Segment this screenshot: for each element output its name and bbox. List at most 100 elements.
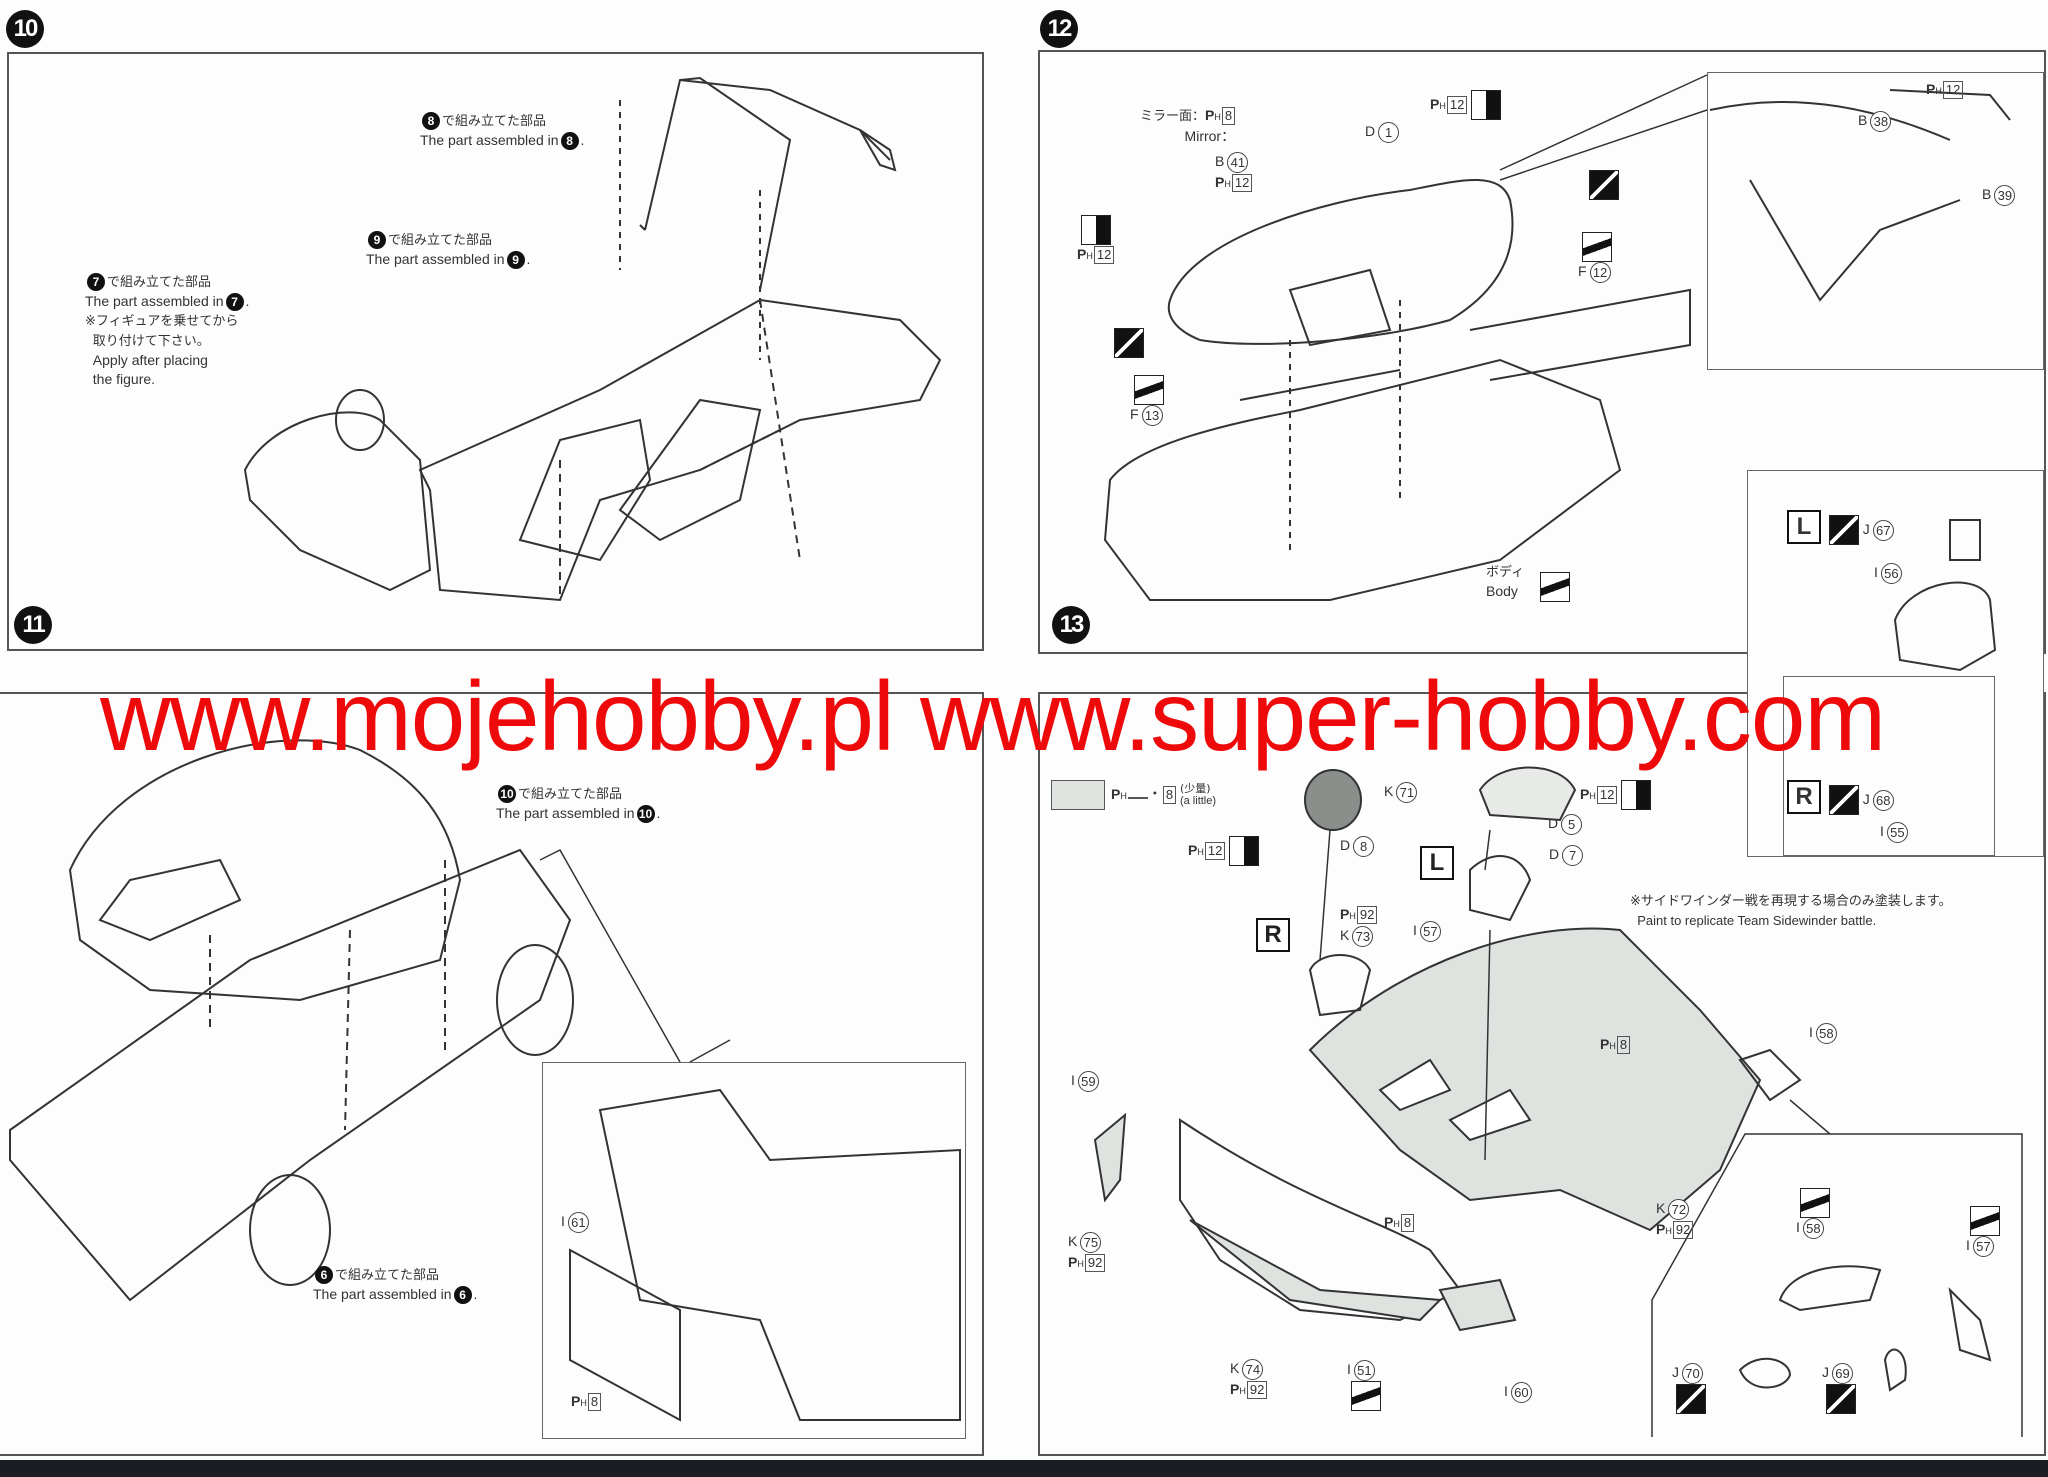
paint-prefix: P bbox=[1205, 107, 1215, 123]
metal-paint-icon bbox=[1114, 328, 1144, 358]
part-number: 12 bbox=[1589, 262, 1611, 283]
part-letter: I bbox=[1796, 1219, 1800, 1236]
paint-legend: PH・8 (少量)(a little) bbox=[1051, 780, 1216, 810]
part-number: 57 bbox=[1972, 1236, 1994, 1257]
part-number: 61 bbox=[567, 1212, 589, 1233]
step-number-10: 10 bbox=[6, 10, 44, 48]
part-letter: B bbox=[1982, 186, 1992, 203]
ref-jp: で組み立てた部品 bbox=[335, 1268, 440, 1283]
part-letter: F bbox=[1578, 263, 1587, 280]
part-number: 74 bbox=[1242, 1359, 1264, 1380]
part-letter: K bbox=[1068, 1233, 1078, 1250]
paint-prefix: P bbox=[1077, 246, 1087, 262]
ref-en: The part assembled in bbox=[85, 293, 224, 309]
part-number: 7 bbox=[1562, 845, 1584, 866]
step-ref-badge: 8 bbox=[422, 112, 440, 131]
part-letter: I bbox=[1504, 1383, 1508, 1400]
part-number: 73 bbox=[1352, 926, 1374, 947]
part-letter: K bbox=[1230, 1360, 1240, 1377]
part-letter: K bbox=[1340, 927, 1350, 944]
paint-prefix-sub: H bbox=[1197, 846, 1204, 857]
paint-prefix-sub: H bbox=[1609, 1041, 1616, 1051]
part-letter: J bbox=[1862, 521, 1870, 537]
ref-en: The part assembled in bbox=[366, 251, 505, 267]
paint-prefix-sub: H bbox=[1239, 1386, 1246, 1396]
sidewinder-note: ※サイドワインダー戦を再現する場合のみ塗装します。 Paint to repli… bbox=[1630, 891, 1952, 930]
paint-prefix: P bbox=[1580, 785, 1590, 802]
figure-note-jp: 取り付けて下さい。 bbox=[92, 334, 210, 350]
paint-prefix-sub: H bbox=[580, 1398, 587, 1408]
step-11-radiator-inset bbox=[542, 1062, 966, 1439]
part-letter: J bbox=[1822, 1364, 1829, 1381]
part-letter: B bbox=[1858, 112, 1868, 129]
paint-number: 12 bbox=[1204, 841, 1226, 860]
paint-prefix-sub: H bbox=[1935, 86, 1942, 96]
paint-prefix: P bbox=[1430, 95, 1440, 112]
paint-number: 8 bbox=[1400, 1214, 1415, 1232]
paint-prefix: P bbox=[571, 1393, 581, 1409]
step-ref-badge: 10 bbox=[636, 805, 655, 824]
figure-note-jp: ※フィギュアを乗せてから bbox=[85, 314, 239, 330]
body-paint-icon bbox=[1134, 375, 1164, 405]
step-ref-badge: 10 bbox=[498, 785, 516, 804]
paint-prefix-sub: H bbox=[1214, 112, 1221, 122]
part-letter: D bbox=[1340, 837, 1351, 854]
paint-number: 12 bbox=[1093, 246, 1115, 264]
step-11-panel bbox=[0, 692, 984, 1456]
step-ref-badge: 8 bbox=[560, 132, 579, 151]
paint-number: 8 bbox=[1221, 107, 1236, 125]
paint-prefix: P bbox=[1600, 1036, 1610, 1052]
metal-paint-icon bbox=[1828, 515, 1859, 546]
body-paint-icon bbox=[1800, 1188, 1830, 1218]
side-r-badge: R bbox=[1787, 780, 1821, 814]
paint-number: 92 bbox=[1356, 906, 1378, 924]
paint-prefix: P bbox=[1384, 1214, 1394, 1230]
paint-prefix: P bbox=[1188, 841, 1198, 858]
part-number: 58 bbox=[1815, 1023, 1837, 1044]
side-l-badge: L bbox=[1787, 510, 1821, 544]
paint-number: 12 bbox=[1446, 95, 1468, 114]
part-number: 72 bbox=[1668, 1199, 1690, 1220]
paint-number: 12 bbox=[1231, 174, 1253, 192]
side-l-badge: L bbox=[1420, 846, 1454, 880]
part-letter: I bbox=[1880, 823, 1884, 840]
step-10-drawing bbox=[243, 76, 942, 602]
paint-number: 92 bbox=[1672, 1221, 1694, 1239]
part-letter: I bbox=[1347, 1361, 1351, 1378]
step-12-panel bbox=[1038, 50, 2046, 654]
step-12-drawing bbox=[1103, 74, 2011, 672]
paint-chip-icon bbox=[1229, 836, 1260, 866]
body-paint-icon bbox=[1351, 1381, 1381, 1411]
note-en: Paint to replicate Team Sidewinder battl… bbox=[1637, 913, 1877, 928]
paint-number: 12 bbox=[1942, 81, 1964, 99]
part-number: 51 bbox=[1353, 1360, 1375, 1381]
part-number: 41 bbox=[1227, 152, 1249, 173]
step-ref-badge: 9 bbox=[506, 251, 525, 270]
part-letter: J bbox=[1672, 1364, 1679, 1381]
paint-number: 8 bbox=[1162, 785, 1177, 804]
metal-paint-icon bbox=[1826, 1384, 1856, 1414]
